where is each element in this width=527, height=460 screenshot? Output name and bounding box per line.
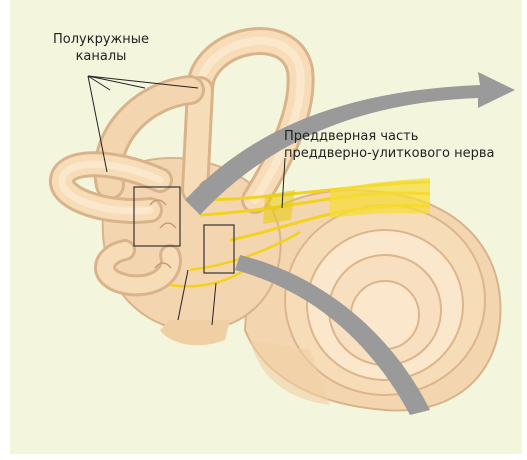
label-vestibular-nerve-line1: Преддверная часть bbox=[284, 128, 495, 145]
label-semicircular-canals: Полукружные каналы bbox=[37, 31, 165, 65]
label-vestibular-nerve-line2: преддверно-улиткового нерва bbox=[284, 145, 495, 162]
label-vestibular-nerve: Преддверная часть преддверно-улиткового … bbox=[284, 128, 495, 162]
label-semicircular-canals-line1: Полукружные bbox=[53, 32, 149, 47]
cochlea bbox=[245, 190, 500, 410]
label-semicircular-canals-line2: каналы bbox=[37, 48, 165, 65]
